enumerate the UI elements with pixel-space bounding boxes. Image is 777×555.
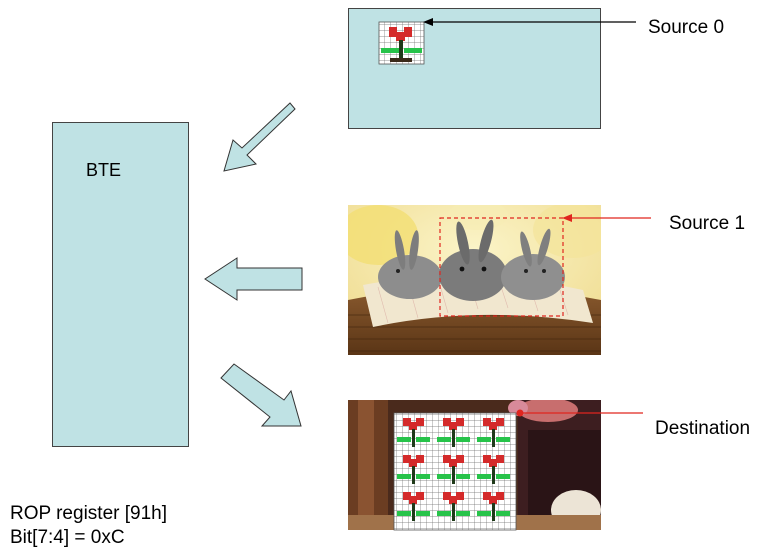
- pattern-row-2: [403, 455, 504, 467]
- destination-pattern-overlay: [393, 412, 517, 531]
- source1-photo: [348, 205, 601, 355]
- destination-leader: [516, 409, 643, 417]
- source0-label: Source 0: [648, 17, 725, 38]
- source0-pattern-tile: [378, 21, 425, 65]
- destination-label: Destination: [655, 418, 751, 439]
- source1-leader: [562, 214, 651, 222]
- arrow-source1-to-bte: [204, 257, 303, 301]
- arrow-source0-to-bte: [223, 102, 296, 172]
- source1-label: Source 1: [669, 213, 746, 234]
- pattern-row-1: [403, 418, 504, 430]
- rop-register-note: ROP register [91h] Bit[7:4] = 0xC: [10, 502, 167, 550]
- rop-bits-line: Bit[7:4] = 0xC: [10, 527, 125, 548]
- rabbits-in-basket-image: [348, 205, 601, 355]
- source1-selection-rect: [439, 217, 564, 317]
- pattern-row-3: [403, 492, 504, 504]
- arrow-bte-to-destination: [220, 363, 302, 427]
- bte-label: BTE: [86, 160, 122, 180]
- source0-leader: [423, 18, 636, 26]
- rop-register-line: ROP register [91h]: [10, 503, 168, 524]
- bte-block: [52, 122, 189, 447]
